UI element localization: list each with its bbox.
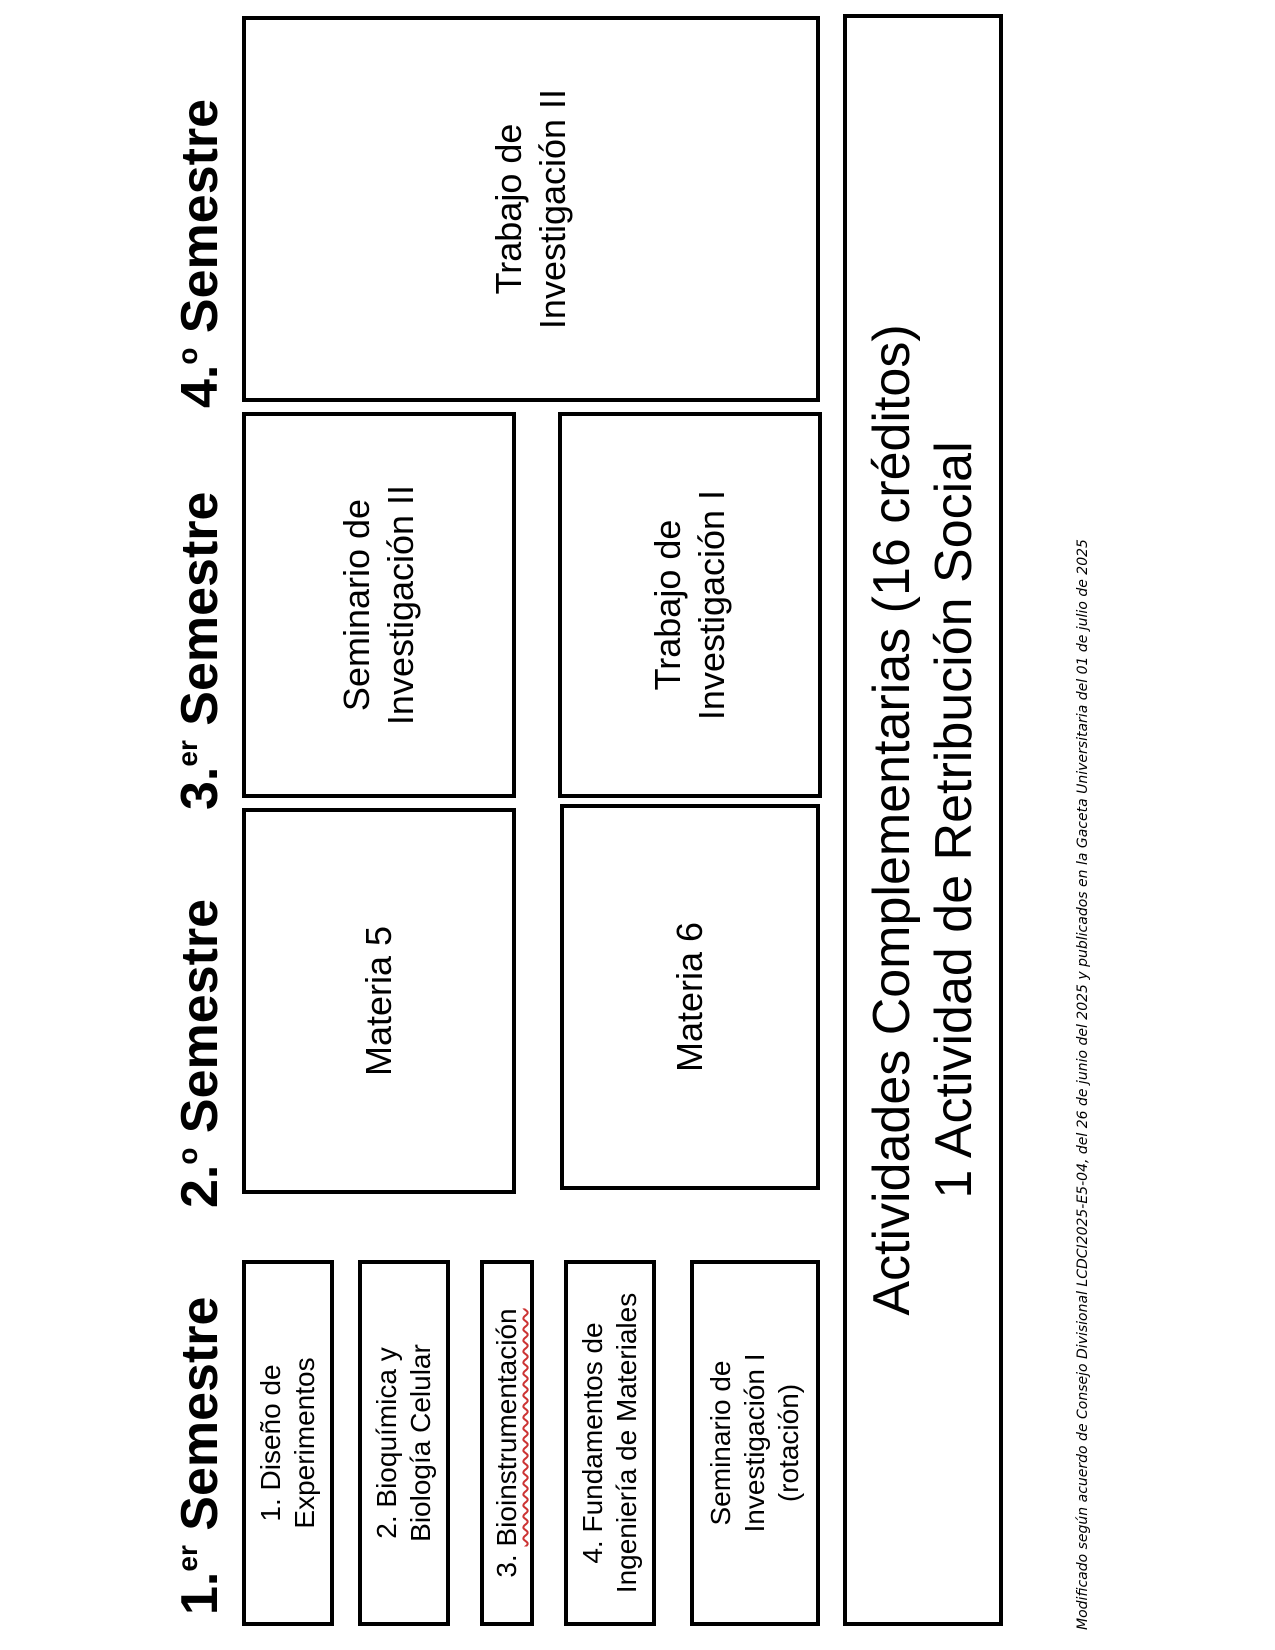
course-box-seminario-investigacion-2: Seminario de Investigación II [242,412,516,798]
course-line: Seminario de [705,1360,736,1526]
semester-4-label: Semestre [171,98,229,334]
course-line: Trabajo de [488,123,529,295]
course-line: Investigación I [691,489,732,721]
course-box-trabajo-investigacion-2: Trabajo de Investigación II [242,16,820,402]
semester-2-ordinal: o [172,1147,203,1165]
complementary-credits-text: Actividades Complementarias (16 créditos… [863,324,921,1316]
course-name: Bioinstrumentación [491,1308,522,1547]
course-line: Trabajo de [647,519,688,691]
course-box-materia-6: Materia 6 [560,804,820,1190]
course-box-bioinstrumentacion: 3. Bioinstrumentación [480,1260,534,1626]
course-line: 4. Fundamentos de [577,1322,608,1564]
semester-1-number: 1. [171,1571,229,1615]
course-line: 2. Bioquímica y [371,1347,402,1539]
course-line: Materia 6 [669,921,710,1073]
course-line: Investigación II [380,484,421,726]
course-line: Biología Celular [405,1344,436,1542]
course-line: 3. Bioinstrumentación [490,1308,524,1577]
semester-2-number: 2. [171,1164,229,1208]
course-line: Materia 5 [358,925,399,1077]
footer-note: Modificado según acuerdo de Consejo Divi… [1075,539,1091,1630]
course-box-bioquimica: 2. Bioquímica y Biología Celular [358,1260,450,1626]
course-box-diseno-experimentos: 1. Diseño de Experimentos [242,1260,334,1626]
semester-1-heading: 1.er Semestre [170,1297,230,1615]
course-number: 3. [491,1554,522,1578]
semester-4-number: 4. [171,364,229,408]
course-line: Investigación I [739,1353,770,1533]
semester-4-heading: 4.o Semestre [170,99,230,408]
course-line: Experimentos [289,1357,320,1529]
semester-3-heading: 3.er Semestre [170,492,230,810]
course-line: Ingeniería de Materiales [611,1292,642,1594]
course-line: Seminario de [336,498,377,712]
course-line: 1. Diseño de [255,1364,286,1522]
semester-3-ordinal: er [172,740,203,767]
course-box-trabajo-investigacion-1: Trabajo de Investigación I [558,412,822,798]
complementary-activities-box: Actividades Complementarias (16 créditos… [843,14,1003,1626]
course-line: (rotación) [773,1383,804,1503]
course-box-fundamentos-materiales: 4. Fundamentos de Ingeniería de Material… [564,1260,656,1626]
semester-2-heading: 2.o Semestre [170,899,230,1208]
course-box-materia-5: Materia 5 [242,808,516,1194]
social-retribution-text: 1 Actividad de Retribución Social [925,441,983,1199]
semester-4-ordinal: o [172,347,203,365]
semester-1-ordinal: er [172,1545,203,1572]
semester-3-number: 3. [171,766,229,810]
semester-2-label: Semestre [171,898,229,1134]
course-box-seminario-investigacion-1: Seminario de Investigación I (rotación) [690,1260,820,1626]
course-line: Investigación II [532,88,573,330]
semester-1-label: Semestre [171,1296,229,1531]
semester-3-label: Semestre [171,491,229,726]
